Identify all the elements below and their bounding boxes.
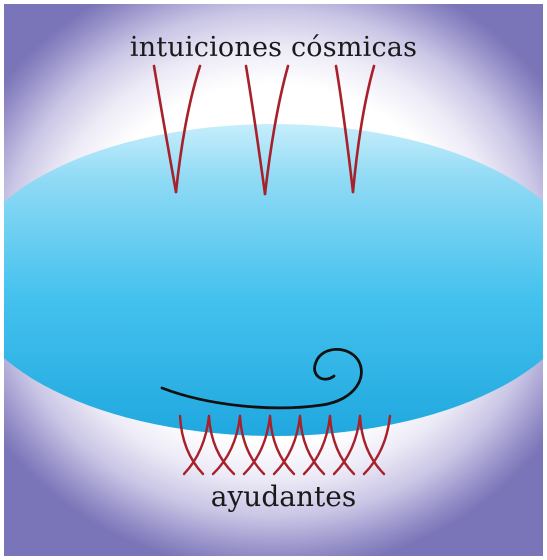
intuition-line-3-left bbox=[334, 64, 355, 194]
helper-stroke-5-a bbox=[298, 414, 326, 476]
sky-ellipse bbox=[4, 124, 543, 436]
intuition-line-3-right bbox=[351, 64, 376, 194]
helper-stroke-4-b bbox=[272, 414, 302, 476]
bottom-label: ayudantes bbox=[210, 480, 357, 513]
intuition-line-2-left bbox=[244, 64, 267, 196]
intuition-line-1-left bbox=[152, 64, 178, 194]
intuition-lines bbox=[152, 64, 376, 196]
helper-stroke-4-a bbox=[268, 414, 296, 476]
helper-stroke-6-b bbox=[332, 414, 362, 476]
diagram-frame: intuiciones cósmicas ayudantes bbox=[4, 4, 543, 556]
helper-stroke-7-b bbox=[362, 414, 392, 476]
helper-stroke-3-b bbox=[242, 414, 272, 476]
sky-ellipse-layer bbox=[4, 124, 543, 436]
helper-stroke-7-a bbox=[358, 414, 386, 476]
helper-stroke-2-b bbox=[211, 414, 242, 476]
helper-stroke-6-a bbox=[328, 414, 356, 476]
strokes-layer bbox=[152, 64, 392, 476]
helper-stroke-2-a bbox=[207, 414, 236, 476]
helper-stroke-3-a bbox=[238, 414, 266, 476]
intuition-line-1-right bbox=[174, 64, 202, 194]
helper-strokes bbox=[178, 414, 392, 476]
intuition-line-2-right bbox=[263, 64, 290, 196]
helper-stroke-1-a bbox=[178, 414, 205, 476]
spiral-curve bbox=[160, 347, 363, 410]
helper-stroke-5-b bbox=[302, 414, 332, 476]
helper-stroke-1-b bbox=[182, 414, 211, 476]
top-label: intuiciones cósmicas bbox=[129, 32, 418, 63]
